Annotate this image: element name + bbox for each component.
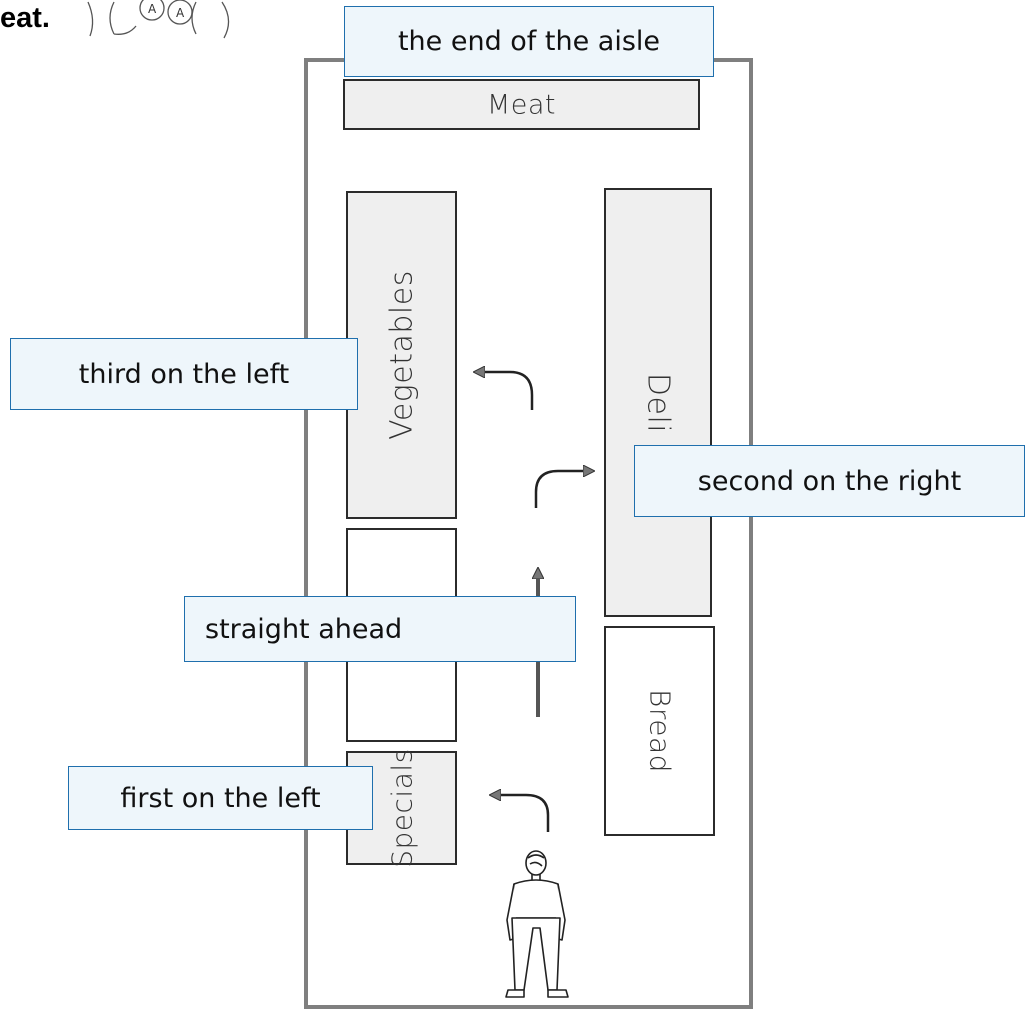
heading-fragment: eat. bbox=[0, 2, 50, 34]
meat-label: Meat bbox=[486, 89, 557, 120]
callout-end-of-aisle: the end of the aisle bbox=[344, 6, 714, 77]
callout-straight-ahead: straight ahead bbox=[184, 596, 576, 662]
meat-counter: Meat bbox=[343, 79, 700, 130]
svg-text:A: A bbox=[176, 6, 185, 20]
callout-third-on-the-left: third on the left bbox=[10, 338, 358, 410]
arrow-left-icon bbox=[494, 795, 550, 832]
deli-counter: Deli bbox=[604, 188, 712, 617]
vegetables-counter: Vegetables bbox=[346, 191, 457, 519]
bread-counter: Bread bbox=[604, 626, 715, 836]
callout-second-on-the-right: second on the right bbox=[634, 445, 1025, 517]
callout-first-on-the-left: first on the left bbox=[68, 766, 373, 830]
arrow-left-icon bbox=[478, 372, 534, 410]
svg-text:A: A bbox=[148, 2, 157, 16]
arrow-right-icon bbox=[534, 471, 590, 508]
speech-bubble-icon: A A bbox=[87, 0, 230, 39]
person-icon bbox=[505, 850, 569, 998]
